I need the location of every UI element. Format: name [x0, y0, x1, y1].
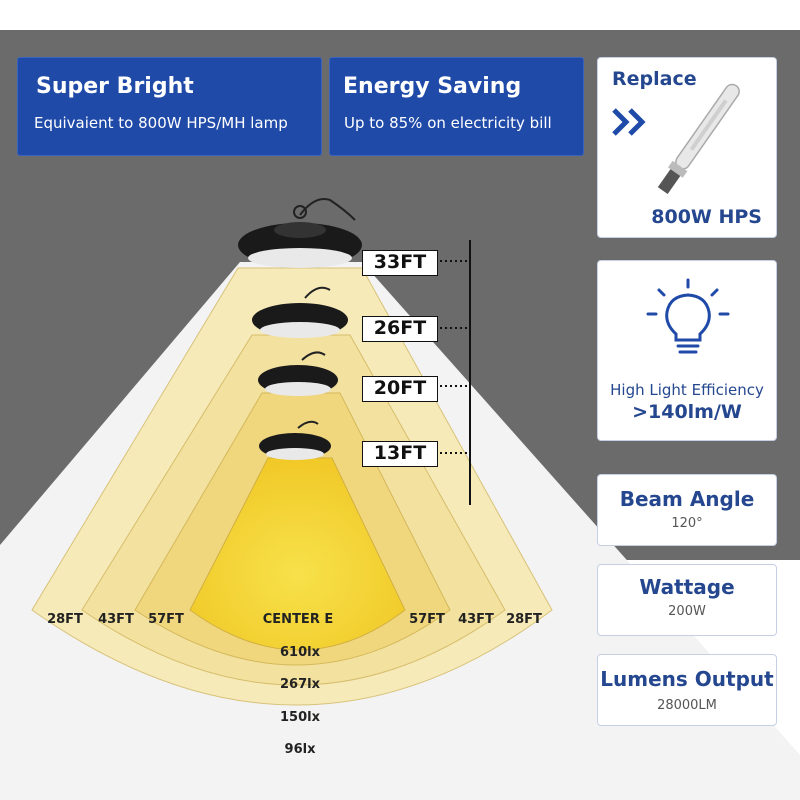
height-label-26ft: 26FT	[362, 316, 438, 342]
lightbulb-icon	[646, 278, 730, 354]
efficiency-label: High Light Efficiency	[610, 381, 764, 399]
width-label-right-57ft: 57FT	[409, 612, 445, 627]
replace-lamp-label: 800W HPS	[651, 206, 762, 228]
lumens-title: Lumens Output	[600, 667, 774, 691]
wattage-card: Wattage 200W	[597, 564, 777, 636]
beam-angle-value: 120°	[671, 516, 703, 531]
height-label-20ft: 20FT	[362, 376, 438, 402]
super-bright-title: Super Bright	[36, 74, 194, 99]
width-label-center: CENTER E	[263, 612, 333, 627]
ufo-highbay-lamp-icon	[252, 286, 348, 338]
replace-card: Replace 800W HPS	[597, 57, 777, 238]
beam-angle-title: Beam Angle	[619, 487, 755, 511]
width-label-right-43ft: 43FT	[458, 612, 494, 627]
chevron-double-right-icon	[612, 108, 646, 136]
ufo-highbay-lamp-icon	[238, 198, 362, 268]
ufo-highbay-lamp-icon	[258, 351, 338, 396]
wattage-value: 200W	[668, 604, 706, 619]
illuminance-33ft: 96lx	[285, 742, 317, 757]
illuminance-26ft: 150lx	[280, 710, 321, 725]
illuminance-20ft: 267lx	[280, 677, 321, 692]
ufo-highbay-lamp-icon	[259, 420, 331, 460]
illuminance-13ft: 610lx	[280, 645, 321, 660]
super-bright-panel: Super Bright Equivaient to 800W HPS/MH l…	[17, 57, 322, 156]
super-bright-subtitle: Equivaient to 800W HPS/MH lamp	[34, 114, 288, 132]
energy-saving-title: Energy Saving	[343, 74, 522, 99]
height-label-33ft: 33FT	[362, 250, 438, 276]
efficiency-value: >140lm/W	[632, 401, 742, 423]
replace-title: Replace	[612, 68, 697, 90]
light-fan-13ft	[189, 457, 406, 651]
height-label-13ft: 13FT	[362, 441, 438, 467]
width-label-left-57ft: 57FT	[148, 612, 184, 627]
hps-bulb-icon	[657, 83, 740, 195]
width-label-left-43ft: 43FT	[98, 612, 134, 627]
beam-angle-card: Beam Angle 120°	[597, 474, 777, 546]
efficiency-card: High Light Efficiency >140lm/W	[597, 260, 777, 441]
width-label-right-28ft: 28FT	[506, 612, 542, 627]
width-label-left-28ft: 28FT	[47, 612, 83, 627]
energy-saving-subtitle: Up to 85% on electricity bill	[344, 114, 552, 132]
lumens-value: 28000LM	[657, 698, 717, 713]
energy-saving-panel: Energy Saving Up to 85% on electricity b…	[329, 57, 584, 156]
lumens-card: Lumens Output 28000LM	[597, 654, 777, 726]
wattage-title: Wattage	[639, 575, 735, 599]
